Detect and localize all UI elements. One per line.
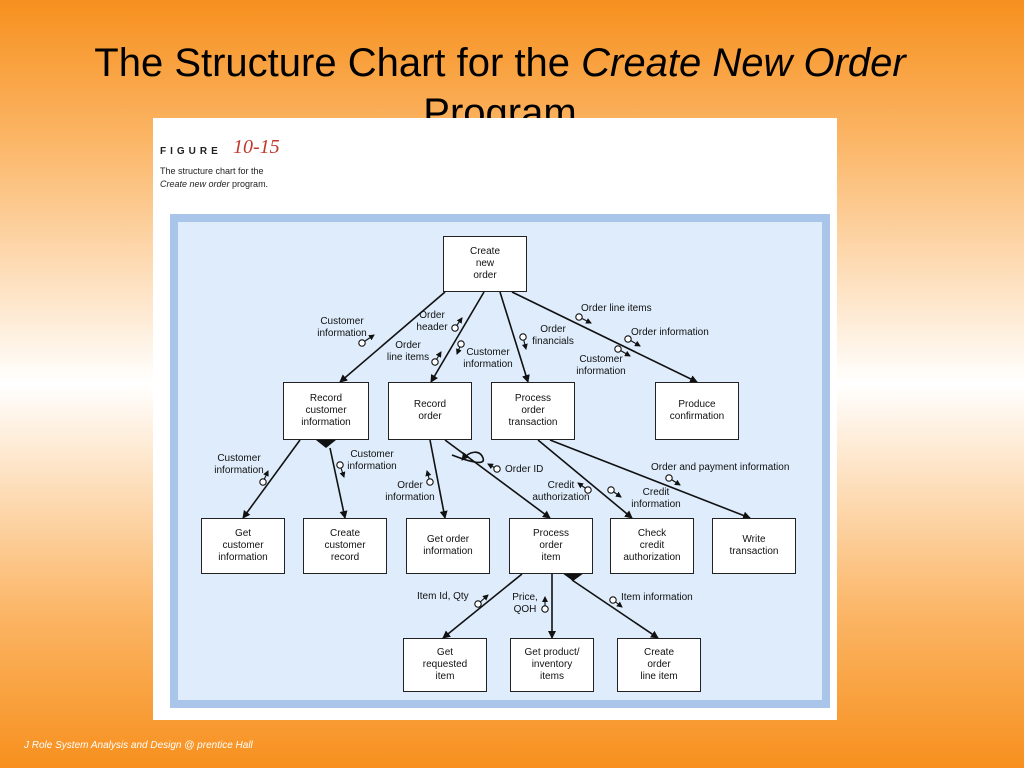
- figure-label: FIGURE: [160, 146, 222, 157]
- flow-label-credit-information: Credit information: [631, 487, 681, 510]
- figure-caption-rest: program.: [229, 179, 269, 189]
- connector-create-to-process-transaction: [499, 291, 530, 383]
- connector-record-order-to-get-order-info: [429, 439, 448, 519]
- module-get-product-inventory-items: Get product/ inventory items: [510, 638, 594, 692]
- module-write-transaction: Write transaction: [712, 518, 796, 574]
- figure-caption-emphasis: Create new order: [160, 179, 230, 189]
- data-couples: [259, 313, 681, 613]
- module-get-requested-item: Get requested item: [403, 638, 487, 692]
- figure-number: 10-15: [233, 136, 280, 158]
- figure-caption-line-2: Create new order program.: [160, 179, 268, 189]
- module-produce-confirmation: Produce confirmation: [655, 382, 739, 440]
- flow-label-order-line-items-left: Order line items: [386, 340, 430, 363]
- module-check-credit-authorization: Check credit authorization: [610, 518, 694, 574]
- flow-label-credit-authorization: Credit authorization: [532, 480, 590, 503]
- connector-create-to-record-order: [430, 291, 485, 383]
- loop-iteration-arrow: [451, 451, 485, 464]
- structure-chart-frame: [170, 214, 830, 708]
- connector-process-item-to-get-requested-item: [442, 573, 523, 639]
- module-record-order: Record order: [388, 382, 472, 440]
- slide-title: The Structure Chart for the Create New O…: [60, 38, 940, 138]
- flow-label-item-id-qty: Item Id, Qty: [417, 591, 469, 602]
- flow-label-customer-information-top: Customer information: [317, 316, 367, 339]
- module-create-new-order: Create new order: [443, 236, 527, 292]
- figure-caption-line-1: The structure chart for the: [160, 166, 264, 176]
- flow-label-customer-information-mid: Customer information: [463, 347, 513, 370]
- connector-create-to-record-customer: [339, 291, 446, 383]
- flow-label-customer-information-right: Customer information: [576, 354, 626, 377]
- module-process-order-transaction: Process order transaction: [491, 382, 575, 440]
- flow-label-order-header: Order header: [416, 310, 448, 333]
- connector-process-transaction-to-write-transaction: [549, 439, 751, 520]
- connector-record-customer-to-create-customer: [329, 447, 348, 519]
- module-create-customer-record: Create customer record: [303, 518, 387, 574]
- connector-record-customer-to-get-customer: [242, 439, 301, 519]
- module-get-order-information: Get order information: [406, 518, 490, 574]
- connector-record-order-to-process-item: [444, 439, 551, 519]
- title-emphasis: Create New Order: [581, 41, 906, 85]
- flow-label-customer-information-create: Customer information: [347, 449, 397, 472]
- module-record-customer-information: Record customer information: [283, 382, 369, 440]
- flow-label-order-line-items-right: Order line items: [581, 303, 652, 314]
- module-create-order-line-item: Create order line item: [617, 638, 701, 692]
- flow-label-item-information: Item information: [621, 592, 693, 603]
- connector-process-item-to-create-line-item: [571, 579, 659, 639]
- title-prefix: The Structure Chart for the: [94, 41, 582, 85]
- flow-label-order-information: Order information: [631, 327, 709, 338]
- connector-create-to-produce-confirmation: [511, 291, 698, 383]
- flow-label-order-financials: Order financials: [532, 324, 574, 347]
- slide-footer: J Role System Analysis and Design @ pren…: [24, 740, 253, 751]
- flow-label-price-qoh: Price, QOH: [512, 592, 538, 615]
- flow-label-order-information-get: Order information: [385, 480, 435, 503]
- module-process-order-item: Process order item: [509, 518, 593, 574]
- connector-process-transaction-to-check-credit: [537, 439, 633, 519]
- module-get-customer-information: Get customer information: [201, 518, 285, 574]
- flow-label-order-and-payment-information: Order and payment information: [651, 462, 790, 473]
- flow-label-order-id: Order ID: [505, 464, 544, 475]
- flow-label-customer-information-get: Customer information: [214, 453, 264, 476]
